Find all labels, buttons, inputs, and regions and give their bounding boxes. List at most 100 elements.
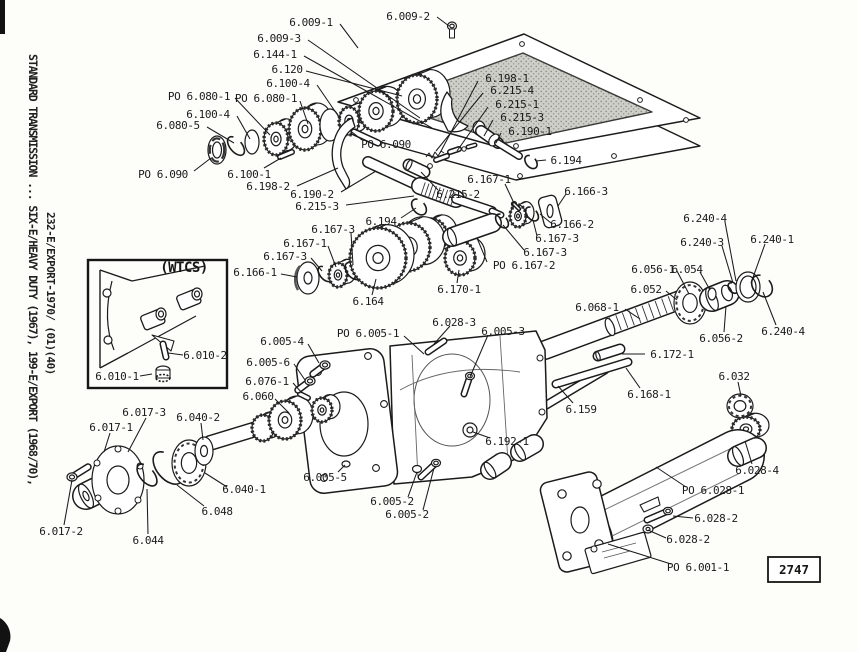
part-label: 6.005-4 xyxy=(260,335,304,348)
part-label: 6.009-2 xyxy=(386,10,430,23)
leader-line xyxy=(263,157,282,169)
leader-line xyxy=(672,515,694,519)
leader-line xyxy=(539,213,552,224)
leader-line xyxy=(176,484,205,507)
leader-line xyxy=(699,271,711,291)
leader-line xyxy=(200,422,204,441)
part-label: 6.010-2 xyxy=(183,349,227,362)
part-label: 6.040-2 xyxy=(176,411,220,424)
part-label: 6.164 xyxy=(352,295,384,308)
part-labels: 6.009-26.009-16.009-36.144-16.1206.100-4… xyxy=(39,10,806,574)
leader-line xyxy=(557,385,574,404)
part-label: 6.032 xyxy=(718,370,749,383)
part-label: 6.166-2 xyxy=(550,218,594,231)
leader-line xyxy=(103,432,111,453)
leader-line xyxy=(724,221,737,282)
leader-line xyxy=(403,335,425,355)
part-label: 6.017-3 xyxy=(122,406,166,419)
leader-line xyxy=(744,440,753,465)
part-label: 6.215-1 xyxy=(495,98,539,111)
leader-line xyxy=(433,325,451,345)
shift-mechanism-art xyxy=(331,91,538,219)
leader-line xyxy=(303,55,433,129)
part-label: 6.080-5 xyxy=(156,119,200,132)
part-label: 6.167-1 xyxy=(283,237,327,250)
part-label: PO 6.001-1 xyxy=(667,561,729,574)
part-label: 6.044 xyxy=(132,534,164,547)
leader-line xyxy=(504,183,514,202)
part-label: 6.052 xyxy=(630,283,661,296)
leader-line xyxy=(293,363,306,381)
part-label: 6.215-3 xyxy=(295,200,339,213)
leader-line xyxy=(422,467,435,511)
part-label: 6.192-1 xyxy=(485,435,529,448)
leader-line xyxy=(439,80,479,154)
tail-housing-art xyxy=(539,429,767,575)
leader-line xyxy=(721,245,734,284)
leader-line xyxy=(345,195,415,206)
part-label: 6.166-1 xyxy=(233,266,277,279)
part-label: PO 6.167-2 xyxy=(493,259,555,272)
part-label: 6.167-3 xyxy=(263,250,307,263)
part-label: 6.068-1 xyxy=(575,301,619,314)
part-label: 6.170-1 xyxy=(437,283,481,296)
leader-line xyxy=(371,278,377,296)
leader-line xyxy=(456,106,489,152)
leader-line xyxy=(206,126,235,144)
part-label: 6.167-3 xyxy=(523,246,567,259)
leader-line xyxy=(292,382,303,394)
leader-line xyxy=(420,171,439,191)
part-label: 6.009-1 xyxy=(289,16,333,29)
leader-line xyxy=(483,119,494,137)
leader-line xyxy=(557,193,567,207)
leader-line xyxy=(296,167,339,187)
part-label: PO 6.028-1 xyxy=(682,484,744,497)
part-label: 6.005-6 xyxy=(246,356,290,369)
part-label: 6.240-3 xyxy=(680,236,724,249)
wtcs-inset-art xyxy=(99,265,206,383)
wtcs-inset: (WTCS) xyxy=(86,258,229,390)
leader-line xyxy=(607,543,672,565)
leader-line xyxy=(63,479,73,526)
part-label: 6.028-2 xyxy=(694,512,738,525)
leader-line xyxy=(310,257,323,272)
part-label: 6.190-2 xyxy=(290,188,334,201)
leader-line xyxy=(280,273,298,278)
leader-line xyxy=(502,224,525,251)
leader-line xyxy=(676,270,690,295)
leader-line xyxy=(624,308,641,320)
leader-line xyxy=(316,84,342,121)
leader-line xyxy=(146,488,149,535)
part-label: 6.215-4 xyxy=(490,84,534,97)
leader-line xyxy=(435,92,484,152)
part-label: 6.017-2 xyxy=(39,525,83,538)
wtcs-inset-title: (WTCS) xyxy=(160,260,208,276)
leader-line xyxy=(351,131,363,141)
leader-line xyxy=(337,464,346,473)
part-label: 6.017-1 xyxy=(89,421,133,434)
front-retainer-art xyxy=(66,436,214,515)
leader-line xyxy=(750,243,766,284)
leader-line xyxy=(469,334,489,378)
leader-line xyxy=(400,207,417,219)
leader-line xyxy=(762,291,777,326)
part-label: 6.048 xyxy=(201,505,232,518)
leader-line xyxy=(327,245,337,268)
leader-line xyxy=(476,237,488,263)
leader-line xyxy=(204,472,228,488)
input-shaft-art xyxy=(187,360,341,453)
part-label: 6.167-3 xyxy=(535,232,579,245)
part-label: 6.215-3 xyxy=(500,111,544,124)
leader-line xyxy=(655,466,687,488)
part-label: 6.240-1 xyxy=(750,233,794,246)
part-label: 6.166-3 xyxy=(564,185,608,198)
countershaft-cluster-art xyxy=(293,194,563,295)
figure-number: 2747 xyxy=(779,562,809,577)
leader-line xyxy=(167,352,184,356)
part-label: 6.144-1 xyxy=(253,48,297,61)
part-label: PO 6.090 xyxy=(361,138,411,151)
leader-line xyxy=(737,381,742,397)
part-label: 6.060 xyxy=(242,390,273,403)
